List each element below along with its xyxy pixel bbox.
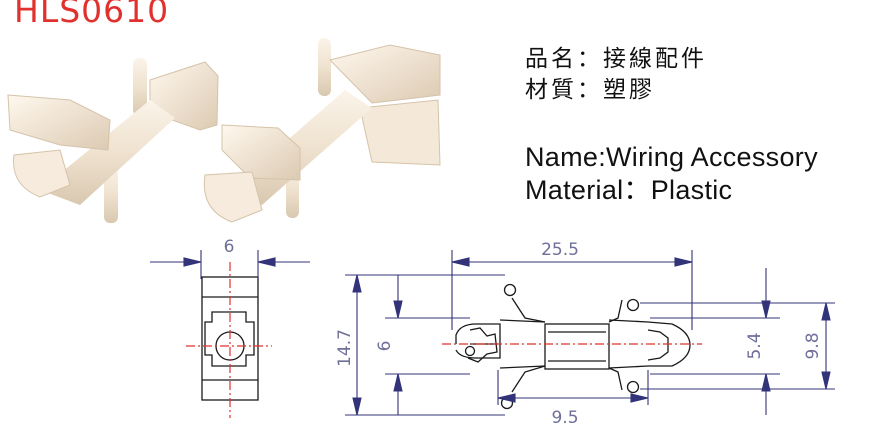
centerlines bbox=[186, 262, 702, 418]
dim-overall-length: 25.5 bbox=[541, 240, 579, 260]
english-spec: Name:Wiring Accessory Material：Plastic bbox=[525, 141, 818, 207]
dimension-lines bbox=[150, 250, 835, 416]
front-view-outline bbox=[455, 297, 691, 393]
english-material-line: Material：Plastic bbox=[525, 175, 733, 205]
dim-height-left: 14.7 bbox=[335, 329, 355, 367]
english-name-line: Name:Wiring Accessory bbox=[525, 142, 818, 172]
dim-height-right: 9.8 bbox=[803, 332, 823, 359]
clip-photo-right bbox=[203, 38, 441, 223]
clip-photo-left bbox=[7, 58, 219, 223]
model-code: HLS0610 bbox=[14, 0, 170, 30]
chinese-material-line: 材質：塑膠 bbox=[525, 77, 655, 103]
dim-center-span: 9.5 bbox=[551, 408, 578, 428]
chinese-name-line: 品名：接線配件 bbox=[525, 46, 707, 72]
dim-hole-right: 5.4 bbox=[745, 332, 765, 359]
product-photo bbox=[7, 38, 441, 223]
chinese-spec: 品名：接線配件 材質：塑膠 bbox=[525, 44, 707, 106]
dim-side-width: 6 bbox=[224, 237, 235, 257]
dim-hole-left: 6 bbox=[375, 341, 395, 352]
